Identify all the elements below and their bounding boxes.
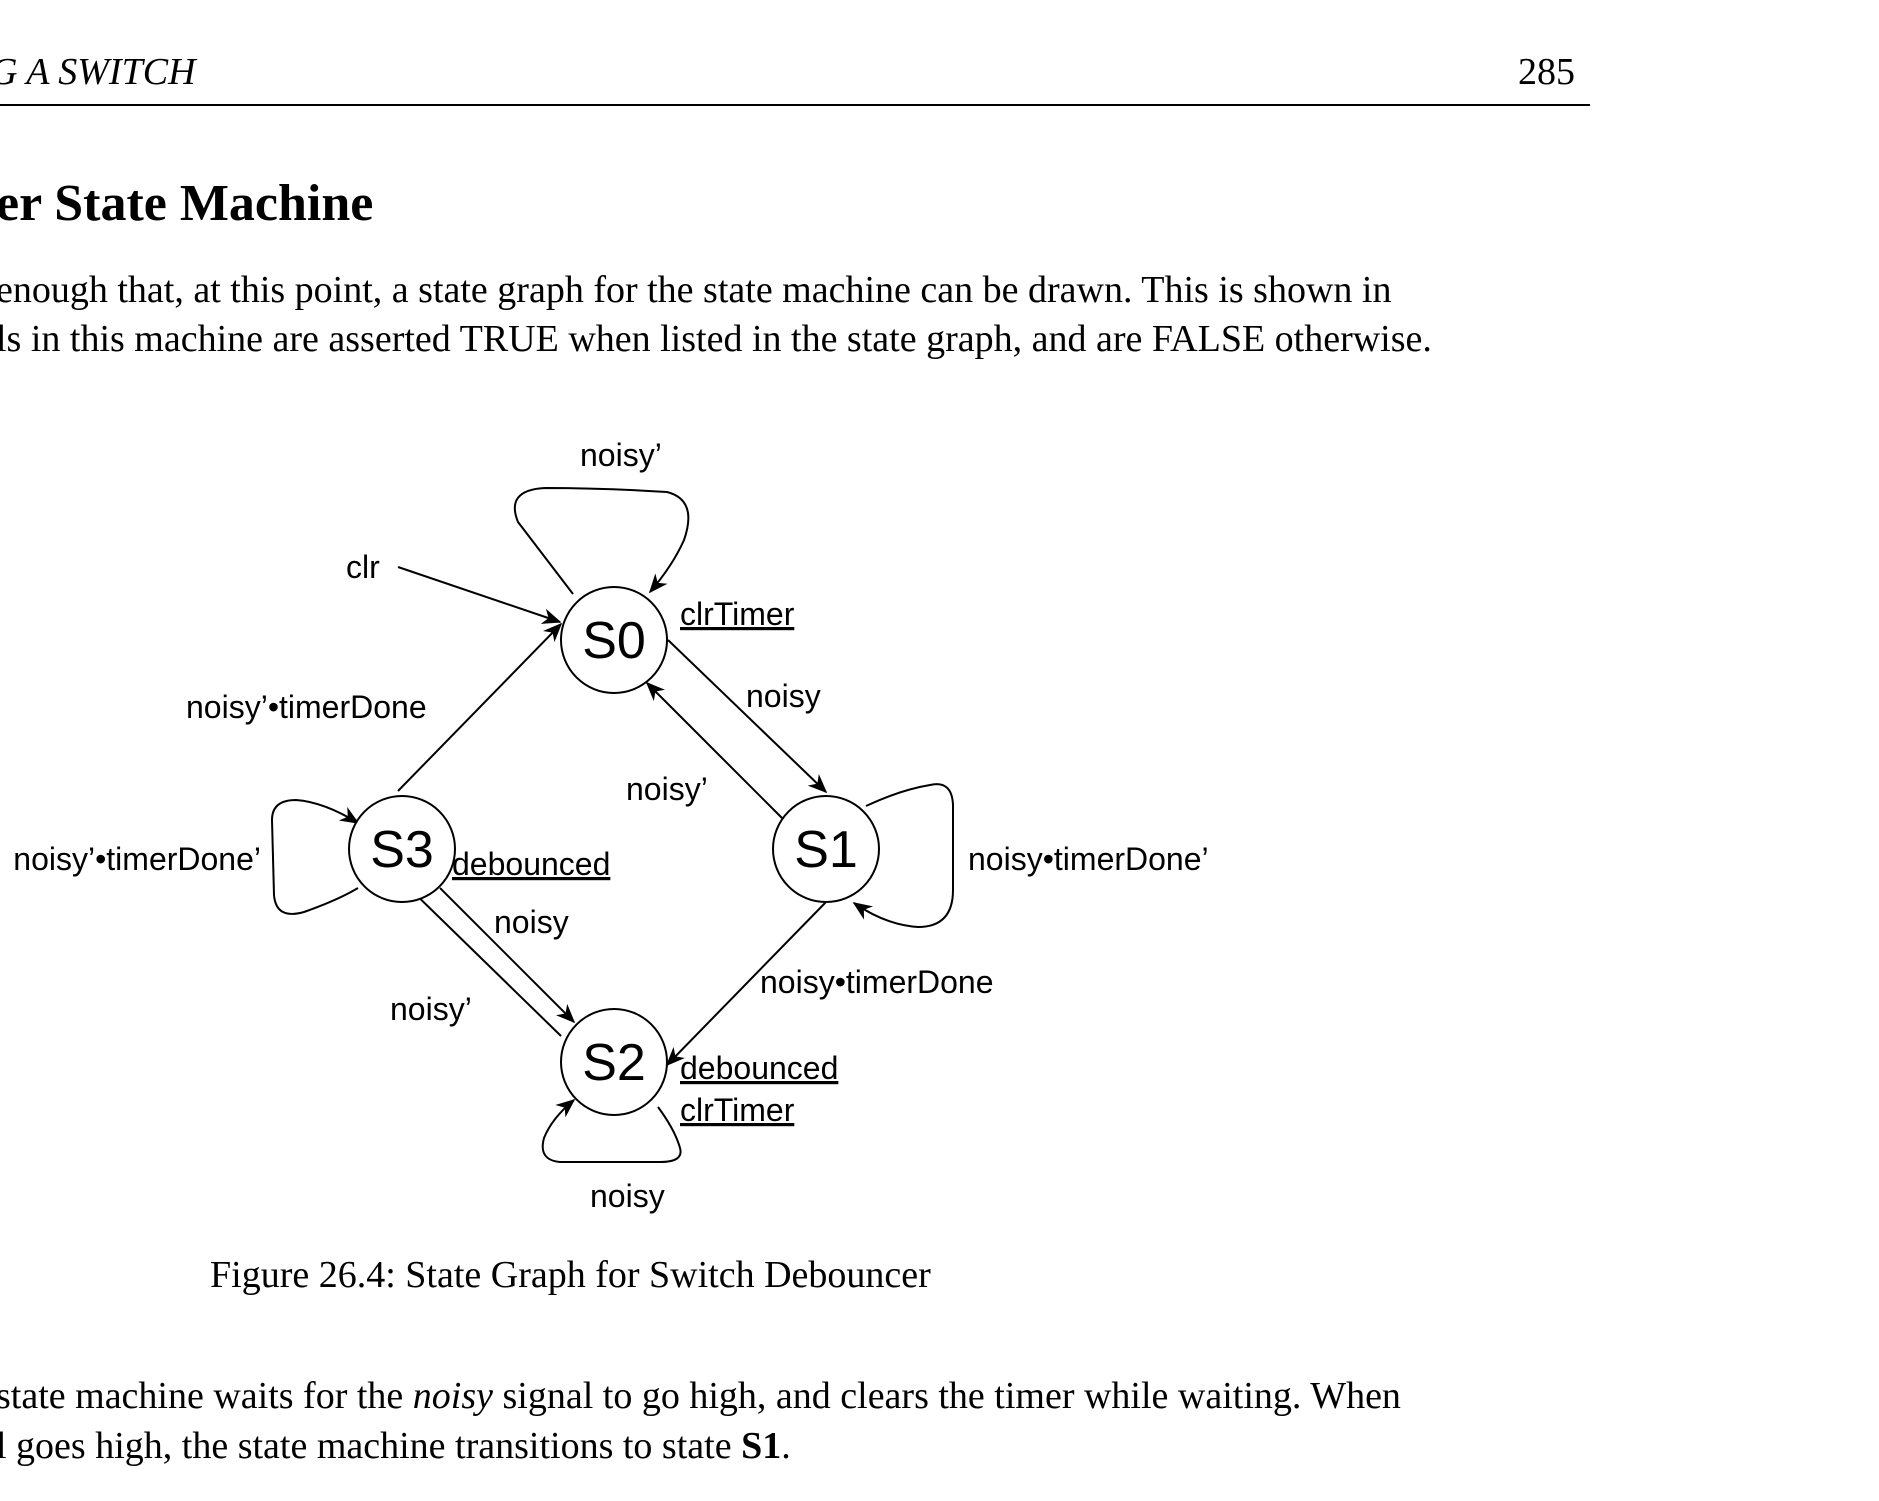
s0-self-loop-arrow <box>513 486 690 595</box>
header-rule <box>0 104 1590 106</box>
closing-line-2-start: l goes high, the state machine transitio… <box>0 1425 742 1467</box>
s2-self-loop-arrow <box>541 1098 682 1163</box>
intro-paragraph-line-1: enough that, at this point, a state grap… <box>0 269 1392 311</box>
closing-paragraph-line-1: state machine waits for the noisy signal… <box>0 1374 1401 1418</box>
section-heading: er State Machine <box>0 175 374 232</box>
state-s2-name: S2 <box>582 1034 646 1092</box>
s3-to-s0-label: noisy’•timerDone <box>186 689 427 725</box>
closing-paragraph-line-2: l goes high, the state machine transitio… <box>0 1424 791 1468</box>
s2-to-s3-label: noisy’ <box>390 991 472 1027</box>
s3-self-loop-label: noisy’•timerDone’ <box>13 841 261 877</box>
s0-output-label: clrTimer <box>680 596 795 632</box>
closing-line-1-end: signal to go high, and clears the timer … <box>493 1375 1401 1417</box>
s0-to-s1-label: noisy <box>746 678 821 714</box>
s1-to-s0-arrow <box>645 681 783 819</box>
s3-to-s2-label: noisy <box>494 904 569 940</box>
intro-paragraph-line-2: ls in this machine are asserted TRUE whe… <box>0 318 1432 360</box>
s2-output-label-clrtimer: clrTimer <box>680 1092 795 1128</box>
s3-to-s0-arrow <box>397 622 563 792</box>
s0-to-s1-arrow <box>667 639 828 794</box>
s2-self-loop-label: noisy <box>590 1178 665 1214</box>
s2-to-s3-arrow <box>401 880 562 1037</box>
state-s1-reference: S1 <box>741 1425 782 1467</box>
state-s2-circle <box>560 1008 668 1116</box>
noisy-variable: noisy <box>412 1375 494 1417</box>
clr-input-arrow <box>397 566 562 624</box>
s1-to-s2-arrow <box>665 901 827 1067</box>
closing-line-2-end: . <box>781 1425 791 1467</box>
state-s1-circle <box>772 795 880 903</box>
state-graph-figure: S0 S1 S2 S3 noisy’ clr clrTimer noisy no… <box>13 437 1209 1214</box>
closing-line-1-start: state machine waits for the <box>0 1375 413 1417</box>
s3-output-label: debounced <box>452 846 610 882</box>
s1-self-loop-label: noisy•timerDone’ <box>968 841 1209 877</box>
state-s3-circle <box>348 795 456 903</box>
s0-self-loop-label: noisy’ <box>580 437 662 473</box>
s1-self-loop-arrow <box>852 783 954 929</box>
state-s0-circle <box>560 586 668 694</box>
state-s0-name: S0 <box>582 612 646 670</box>
running-header-title: G A SWITCH <box>0 51 196 93</box>
page-number: 285 <box>1518 51 1575 93</box>
s3-to-s2-arrow <box>439 887 576 1024</box>
s2-output-label-debounced: debounced <box>680 1050 838 1086</box>
state-s1-name: S1 <box>794 821 858 879</box>
s3-self-loop-arrow <box>270 798 360 915</box>
figure-caption: Figure 26.4: State Graph for Switch Debo… <box>210 1254 931 1296</box>
s1-to-s2-label: noisy•timerDone <box>760 964 994 1000</box>
state-s3-name: S3 <box>370 821 434 879</box>
s1-to-s0-label: noisy’ <box>626 771 708 807</box>
clr-input-label: clr <box>346 549 380 585</box>
